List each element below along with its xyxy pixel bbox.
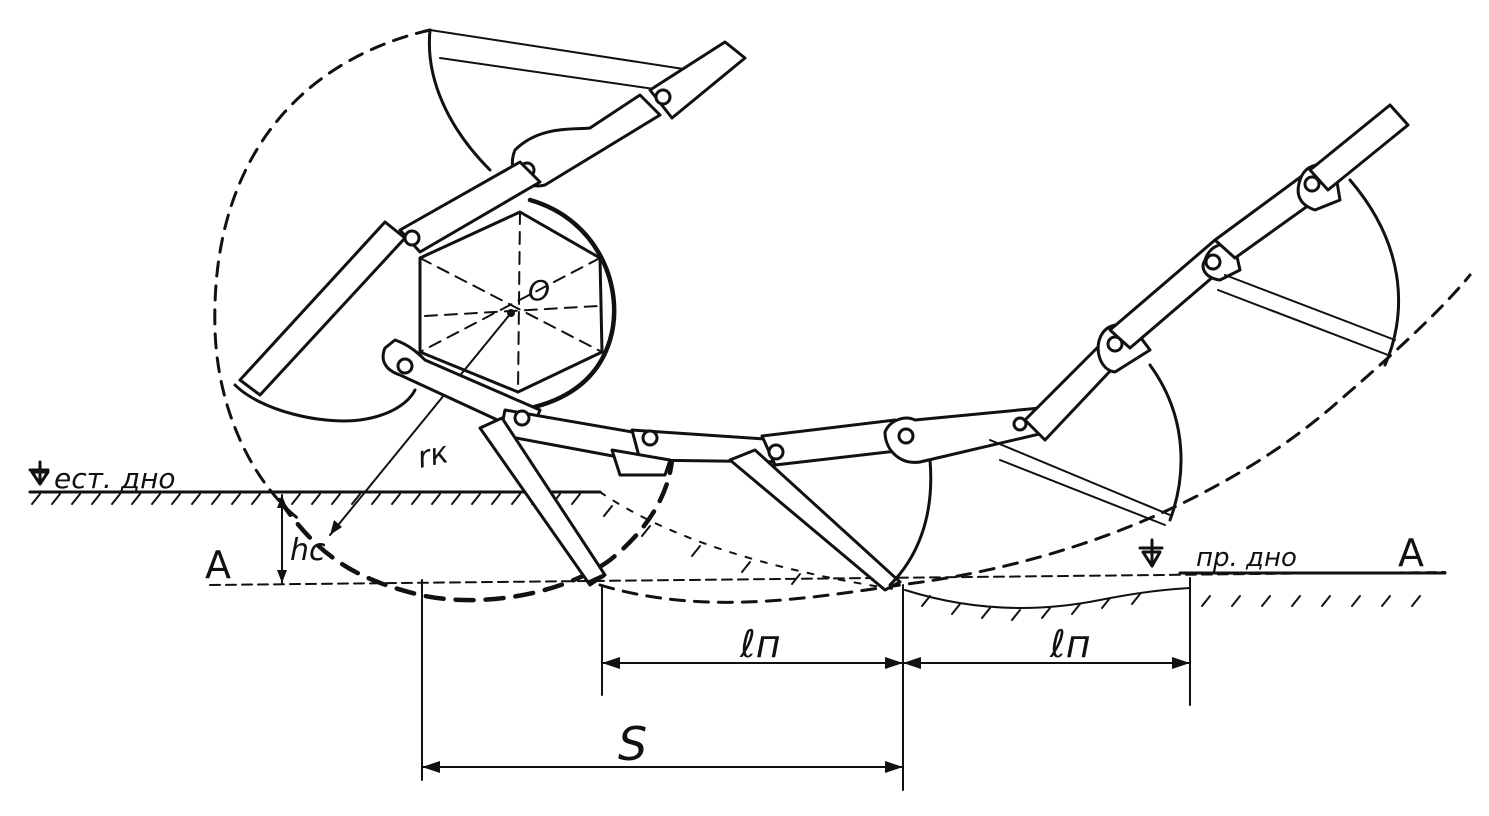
design-bottom-label: пр. дно [1196,543,1297,573]
tumbler-hexagon [418,197,617,413]
natural-bottom-label: ест. дно [54,462,176,495]
step-label: S [618,717,647,771]
bucket-chain [233,28,1410,592]
cut-depth-dimension [277,494,287,584]
bucket-trajectory-outer [213,28,675,603]
radius-label: rк [414,435,451,476]
section-left-label: A [205,543,231,587]
excavated-slope [599,491,901,591]
step-dimension [421,579,904,781]
design-bottom-level-symbol [1138,538,1164,568]
section-right-label: A [1398,531,1424,575]
center-label: O [528,274,550,307]
pitch-label-1: ℓп [739,622,781,666]
pitch-label-2: ℓп [1049,622,1091,666]
radius-line [329,312,512,536]
design-bottom-line [209,571,1447,621]
bucket-trajectory-lower [598,273,1472,604]
natural-bottom-line [28,490,602,505]
cut-depth-label: hc [290,533,326,568]
pitch-dimensions [601,577,1191,791]
natural-bottom-level-symbol [28,460,50,486]
